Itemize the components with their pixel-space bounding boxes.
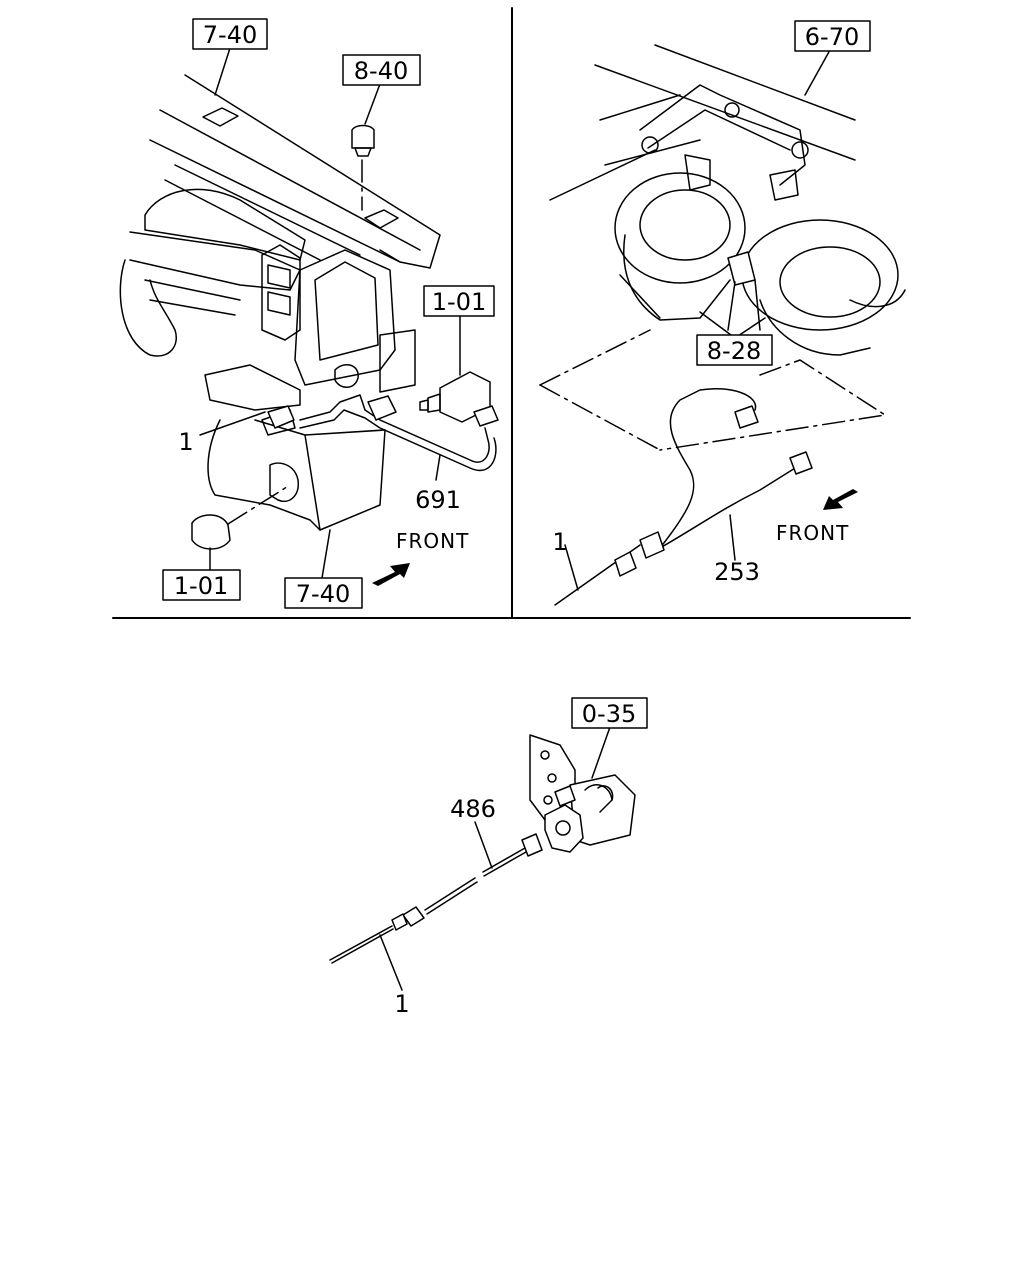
front-label-right: FRONT: [776, 521, 849, 545]
callout-7-40-top-text: 7-40: [203, 21, 257, 49]
leader-lines-bottom: [379, 726, 611, 991]
callout-6-70-text: 6-70: [805, 23, 859, 51]
part-number-1-latch[interactable]: 1: [394, 990, 409, 1018]
callout-1-01-lamp-text: 1-01: [174, 572, 228, 600]
part-number-1-dash[interactable]: 1: [178, 428, 193, 456]
callout-8-40[interactable]: 8-40: [342, 54, 421, 86]
part-number-691[interactable]: 691: [415, 486, 461, 514]
part-number-486[interactable]: 486: [450, 795, 496, 823]
callout-1-01-lamp[interactable]: 1-01: [162, 569, 241, 601]
leader-lines-left: [199, 47, 461, 579]
callout-6-70[interactable]: 6-70: [794, 20, 871, 52]
front-label-left: FRONT: [396, 529, 469, 553]
callout-7-40-top[interactable]: 7-40: [192, 18, 268, 50]
callout-8-40-text: 8-40: [354, 57, 408, 85]
callout-0-35-text: 0-35: [582, 700, 636, 728]
front-arrow-left-icon: [372, 563, 410, 586]
dashboard-illustration: [119, 74, 499, 550]
callout-1-01-switch-text: 1-01: [432, 288, 486, 316]
front-arrow-right-icon: [823, 489, 858, 510]
part-number-253[interactable]: 253: [714, 558, 760, 586]
callout-7-40-bottom-text: 7-40: [296, 580, 350, 608]
callout-1-01-switch[interactable]: 1-01: [423, 285, 495, 317]
callout-8-28[interactable]: 8-28: [696, 334, 773, 366]
callout-8-28-text: 8-28: [707, 337, 761, 365]
horn-illustration: [539, 44, 906, 606]
callout-0-35[interactable]: 0-35: [571, 697, 648, 729]
callout-7-40-bottom[interactable]: 7-40: [284, 577, 363, 609]
panel-dividers: [112, 7, 911, 619]
latch-illustration: [329, 734, 636, 964]
part-number-1-horn[interactable]: 1: [552, 528, 567, 556]
